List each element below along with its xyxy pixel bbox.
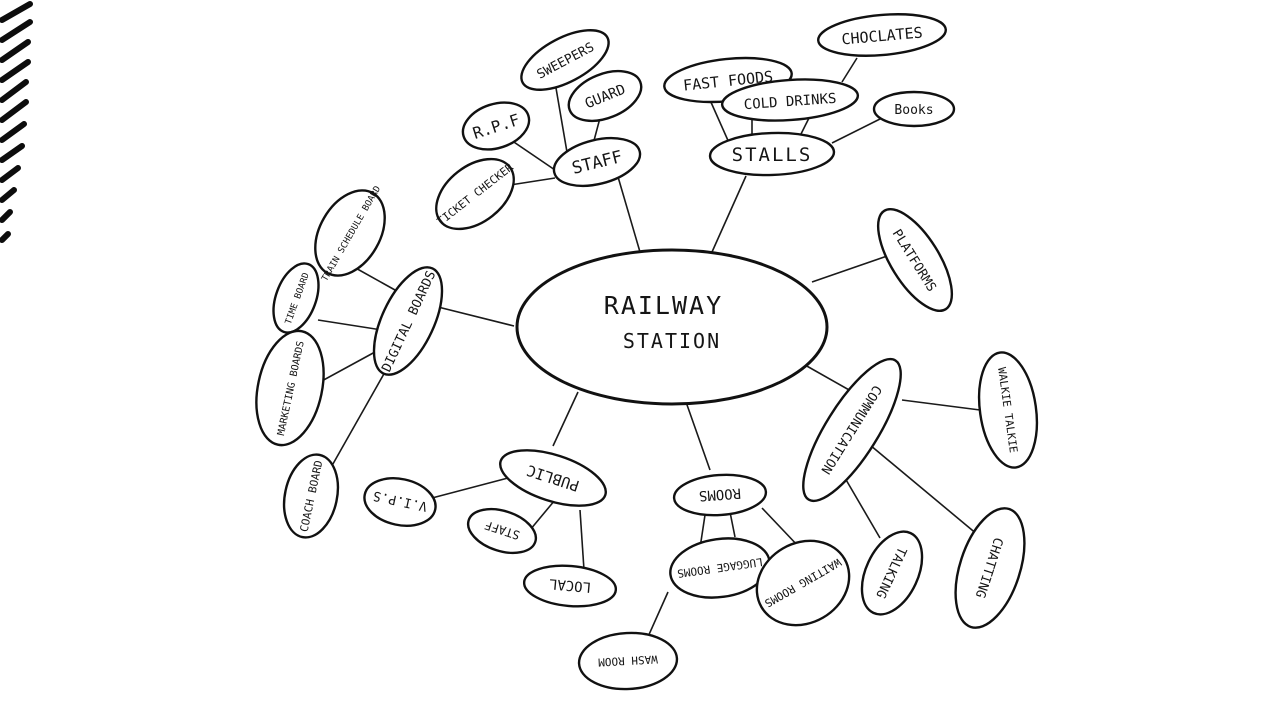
node-public: PUBLIC: [499, 449, 607, 507]
node-marketing-boards: MARKETING BOARDS: [255, 329, 325, 447]
node-coach-board: COACH BOARD: [282, 453, 340, 539]
node-chatting: CHATTING: [954, 507, 1026, 629]
node-communication: COMMUNICATION: [802, 357, 902, 503]
node-rooms-label: ROOMS: [698, 485, 741, 504]
node-public-staff: STAFF: [466, 507, 538, 555]
node-platforms: PLATFORMS: [876, 207, 954, 313]
node-cold-drinks: COLD DRINKS: [720, 78, 860, 122]
node-luggage-rooms: LUGGAGE ROOMS: [669, 537, 771, 599]
node-local: LOCAL: [522, 564, 618, 608]
node-rooms: ROOMS: [672, 473, 768, 517]
node-stalls-label: STALLS: [732, 144, 813, 166]
node-waiting-rooms: WAITING ROOMS: [755, 539, 851, 627]
node-books-label: Books: [894, 103, 933, 118]
node-walkie-talkie: WALKIE TALKIE: [977, 351, 1039, 469]
node-digital-boards: DIGITAL BOARDS: [372, 266, 444, 376]
central-title-line-2: STATION: [623, 329, 721, 353]
node-rpf: R.P.F: [461, 101, 531, 151]
node-books: Books: [872, 90, 956, 128]
node-wash-room: WASH ROOM: [577, 631, 679, 691]
node-vips: V.I.P.S: [363, 477, 437, 527]
node-ticket-checker: TICKET CHECKER: [435, 157, 516, 231]
central-node-label: RAILWAY STATION: [604, 291, 740, 353]
spiral-binding: [0, 0, 33, 260]
central-title: RAILWAY: [604, 291, 723, 320]
node-wash-room-label: WASH ROOM: [597, 652, 658, 668]
node-time-board: TIME BOARD: [272, 262, 320, 334]
node-guard: GUARD: [567, 69, 643, 123]
node-staff: STAFF: [552, 136, 642, 188]
node-stalls: STALLS: [708, 131, 836, 177]
node-talking: TALKING: [860, 530, 924, 616]
node-cold-drinks-label: COLD DRINKS: [743, 91, 837, 113]
central-node: RAILWAY STATION: [515, 248, 829, 406]
node-chocolates: CHOCLATES: [817, 13, 947, 57]
node-local-label: LOCAL: [548, 575, 591, 595]
edges: [317, 57, 981, 649]
